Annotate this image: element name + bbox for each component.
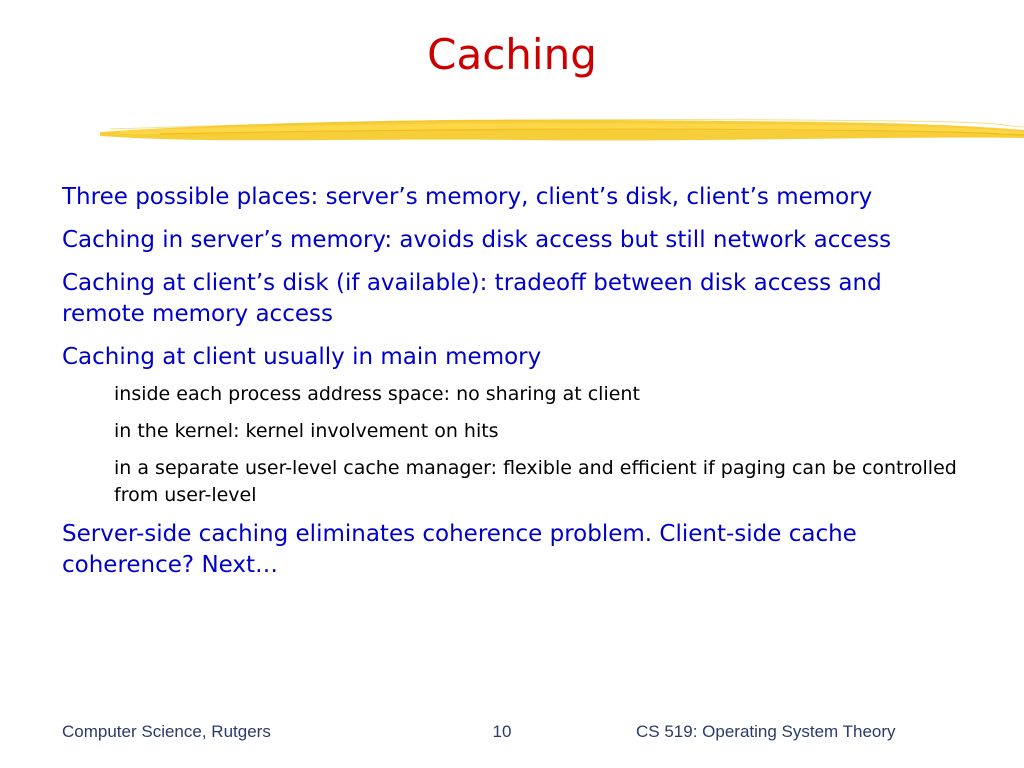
slide-body: Three possible places: server’s memory, … <box>62 182 962 593</box>
footer-right: CS 519: Operating System Theory <box>636 722 896 741</box>
page-number: 10 <box>492 722 512 741</box>
bullet-4: Caching at client usually in main memory <box>62 344 542 370</box>
brush-stroke-divider <box>100 118 1024 141</box>
bullet-3: Caching at client’s disk (if available):… <box>62 270 882 327</box>
bullet-5: Server-side caching eliminates coherence… <box>62 521 857 578</box>
sub-bullet-3: in a separate user-level cache manager: … <box>114 457 957 506</box>
footer-left: Computer Science, Rutgers <box>62 722 271 741</box>
slide-title: Caching <box>427 30 597 79</box>
bullet-1: Three possible places: server’s memory, … <box>62 184 873 210</box>
sub-bullet-1: inside each process address space: no sh… <box>114 383 640 405</box>
bullet-2: Caching in server’s memory: avoids disk … <box>62 227 892 253</box>
sub-bullet-2: in the kernel: kernel involvement on hit… <box>114 420 499 442</box>
